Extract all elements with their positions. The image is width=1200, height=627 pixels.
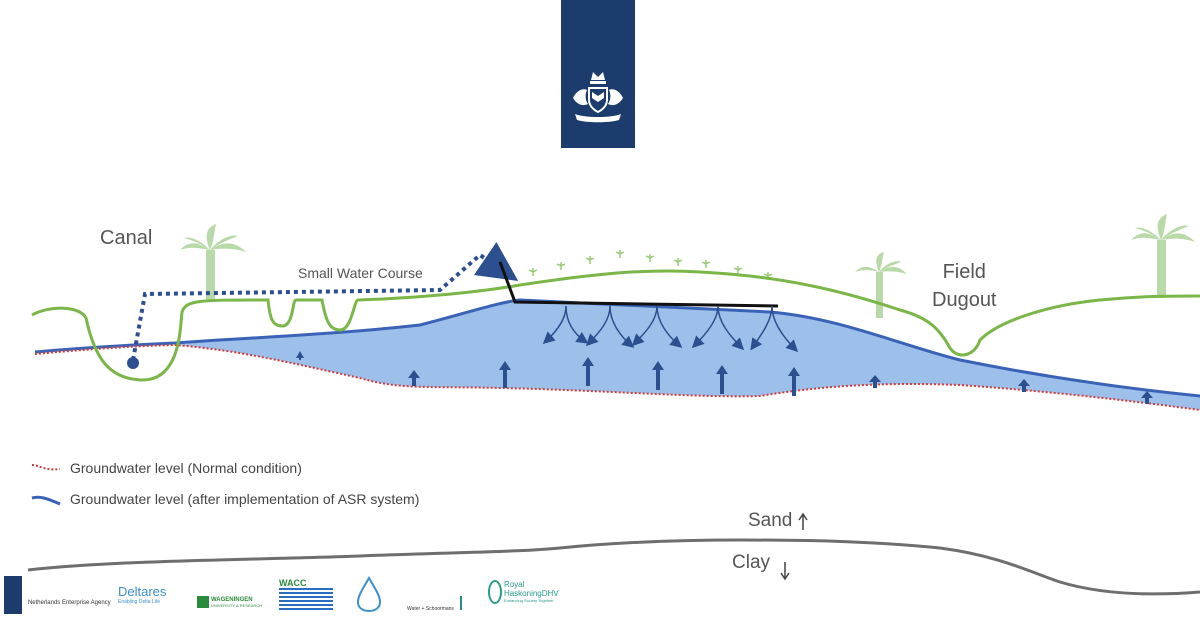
canal-label: Canal [100,227,152,250]
field-dugout-text: Field Dugout [932,261,997,311]
small-water-course-label: Small Water Course [298,265,423,281]
blue-line-icon [30,492,62,506]
legend-label: Groundwater level (after implementation … [70,491,419,507]
deltares-logo: Deltares Enabling Delta Life [118,584,166,605]
palm-tree-icon [180,224,246,300]
legend-item-after-asr: Groundwater level (after implementation … [30,491,419,507]
rvo-logo: Netherlands Enterprise Agency [4,576,111,614]
canal-inlet-point [127,357,139,369]
royal-haskoning-logo: Royal HaskoningDHV Enhancing Society Tog… [488,580,559,604]
legend-item-normal: Groundwater level (Normal condition) [30,460,302,476]
water-drop-logo [356,576,382,614]
recharged-aquifer-area [175,300,1200,410]
partner-logos: Netherlands Enterprise Agency Deltares E… [0,572,600,622]
water-drop-icon [356,576,382,612]
palm-tree-icon [1131,214,1195,298]
wacc-logo: WACC [279,578,333,610]
field-dugout-label: Field Dugout [932,258,997,314]
palm-tree-icon [855,252,907,318]
clay-label: Clay [732,552,770,574]
wageningen-logo: WAGENINGEN UNIVERSITY & RESEARCH [197,596,262,608]
clay-down-arrow-icon [781,562,789,579]
dotted-red-line-icon [30,461,62,475]
legend-label: Groundwater level (Normal condition) [70,460,302,476]
sand-label: Sand [748,510,792,532]
schoormans-logo: Water + Schoormans [407,596,472,612]
sand-up-arrow-icon [799,514,807,530]
